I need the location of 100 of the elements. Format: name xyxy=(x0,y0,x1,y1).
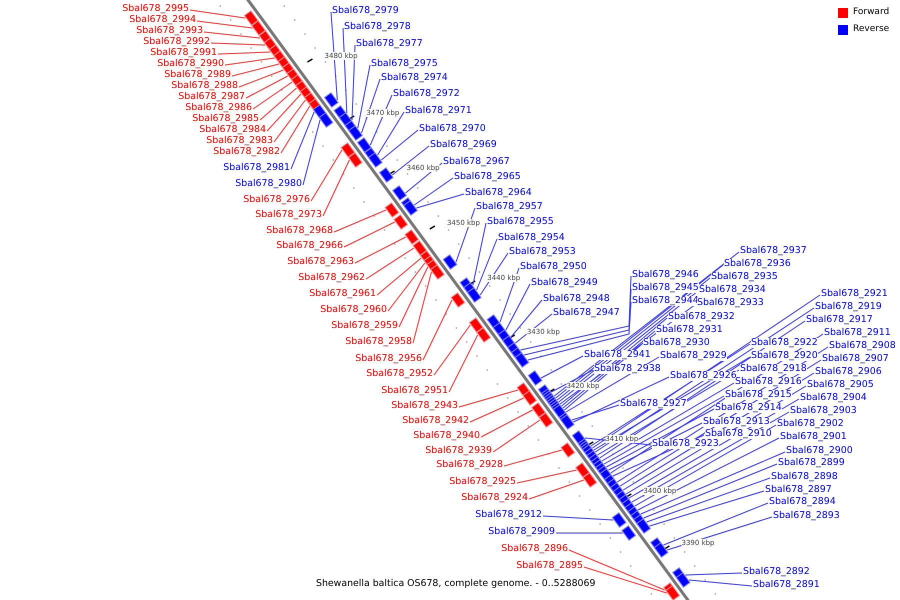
leader-line xyxy=(334,210,386,232)
gene-label: Sbal678_2982 xyxy=(213,147,280,157)
leader-line xyxy=(392,146,430,176)
leader-line xyxy=(204,32,260,38)
gene-label: Sbal678_2957 xyxy=(476,202,543,212)
leader-line xyxy=(572,376,670,422)
gene-block xyxy=(466,287,482,303)
leader-line xyxy=(500,268,520,322)
gene-block xyxy=(393,214,408,230)
gene-label: Sbal678_2942 xyxy=(402,416,469,426)
gene-label: Sbal678_2985 xyxy=(192,114,259,124)
gene-label: Sbal678_2939 xyxy=(425,446,492,456)
gene-label: Sbal678_2948 xyxy=(543,294,610,304)
gene-label: Sbal678_2932 xyxy=(668,312,735,322)
leader-line xyxy=(516,470,577,484)
gene-label: Sbal678_2950 xyxy=(520,262,587,272)
leader-line xyxy=(663,502,768,546)
leader-line xyxy=(584,566,668,594)
leader-line xyxy=(640,452,786,514)
gene-label: Sbal678_2974 xyxy=(381,73,448,83)
leader-line xyxy=(412,272,432,344)
gene-label: Sbal678_2951 xyxy=(381,386,448,396)
caption: Shewanella baltica OS678, complete genome. - 0..5288069 xyxy=(316,579,596,589)
leader-line xyxy=(266,94,302,132)
gene-label: Sbal678_2940 xyxy=(413,431,480,441)
leader-line xyxy=(556,532,624,534)
gene-label: Sbal678_2936 xyxy=(724,259,791,269)
leader-line xyxy=(366,248,414,280)
gene-label: Sbal678_2980 xyxy=(235,179,302,189)
leader-line xyxy=(643,464,778,518)
leader-line xyxy=(505,284,530,330)
gene-label: Sbal678_2897 xyxy=(765,485,832,495)
leader-line xyxy=(527,302,632,360)
gene-label: Sbal678_2960 xyxy=(320,305,387,315)
gene-label: Sbal678_2892 xyxy=(743,567,810,577)
gene-label: Sbal678_2906 xyxy=(815,367,882,377)
leader-line xyxy=(414,178,454,206)
gene-label: Sbal678_2956 xyxy=(355,354,422,364)
gene-label: Sbal678_2992 xyxy=(143,37,210,47)
leader-line xyxy=(310,150,342,202)
leader-line xyxy=(252,82,293,110)
gene-label: Sbal678_2901 xyxy=(780,432,847,442)
gene-label: Sbal678_2938 xyxy=(594,364,661,374)
gene-block xyxy=(404,229,420,245)
gene-block xyxy=(412,240,428,256)
gene-block xyxy=(324,92,339,108)
gene-label: Sbal678_2909 xyxy=(488,527,555,537)
gene-label: Sbal678_2898 xyxy=(771,472,838,482)
gene-block xyxy=(430,264,445,280)
gene-label: Sbal678_2962 xyxy=(298,273,365,283)
gene-label: Sbal678_2935 xyxy=(711,272,778,282)
gene-label: Sbal678_2925 xyxy=(449,477,516,487)
leader-line xyxy=(528,480,584,500)
gene-label: Sbal678_2927 xyxy=(620,399,687,409)
gene-label: Sbal678_2900 xyxy=(786,446,853,456)
gene-label: Sbal678_2946 xyxy=(632,270,699,280)
gene-label: Sbal678_2967 xyxy=(443,157,510,167)
gene-label: Sbal678_2953 xyxy=(509,247,576,257)
gene-label: Sbal678_2973 xyxy=(255,210,322,220)
leader-line xyxy=(357,64,370,128)
gene-label: Sbal678_2934 xyxy=(699,285,766,295)
leader-line xyxy=(246,76,288,98)
gene-block xyxy=(514,352,530,368)
gene-label: Sbal678_2917 xyxy=(806,315,873,325)
gene-label: Sbal678_2988 xyxy=(171,81,238,91)
gene-label: Sbal678_2969 xyxy=(430,140,497,150)
gene-label: Sbal678_2913 xyxy=(703,417,770,427)
gene-block xyxy=(356,137,372,153)
leader-line xyxy=(510,300,542,338)
leader-line xyxy=(322,160,350,216)
leader-line xyxy=(492,420,540,452)
gene-block xyxy=(348,152,363,168)
gene-block xyxy=(528,370,543,386)
gene-label: Sbal678_2984 xyxy=(199,125,266,135)
leader-line xyxy=(260,88,297,120)
gene-block xyxy=(522,390,538,406)
gene-label: Sbal678_2975 xyxy=(371,59,438,69)
gene-block xyxy=(348,125,363,141)
gene-label: Sbal678_2941 xyxy=(584,350,651,360)
leader-line xyxy=(344,222,396,248)
gene-label: Sbal678_2921 xyxy=(821,289,888,299)
gene-block xyxy=(251,20,266,36)
gene-label: Sbal678_2968 xyxy=(266,226,333,236)
gene-label: Sbal678_2907 xyxy=(822,354,889,364)
gene-label: Sbal678_2991 xyxy=(150,48,217,58)
gene-label: Sbal678_2931 xyxy=(656,325,723,335)
gene-label: Sbal678_2961 xyxy=(309,289,376,299)
leader-line xyxy=(376,258,422,296)
gene-block xyxy=(476,327,492,343)
leader-line xyxy=(388,262,426,312)
leader-line xyxy=(380,130,418,160)
gene-label: Sbal678_2978 xyxy=(344,22,411,32)
gene-block xyxy=(538,412,554,428)
gene-label: Sbal678_2914 xyxy=(715,403,782,413)
gene-block xyxy=(340,142,356,158)
gene-label: Sbal678_2979 xyxy=(332,6,399,16)
gene-label: Sbal678_2929 xyxy=(660,351,727,361)
gene-label: Sbal678_2964 xyxy=(465,188,532,198)
leader-line xyxy=(456,208,476,262)
gene-label: Sbal678_2958 xyxy=(345,337,412,347)
